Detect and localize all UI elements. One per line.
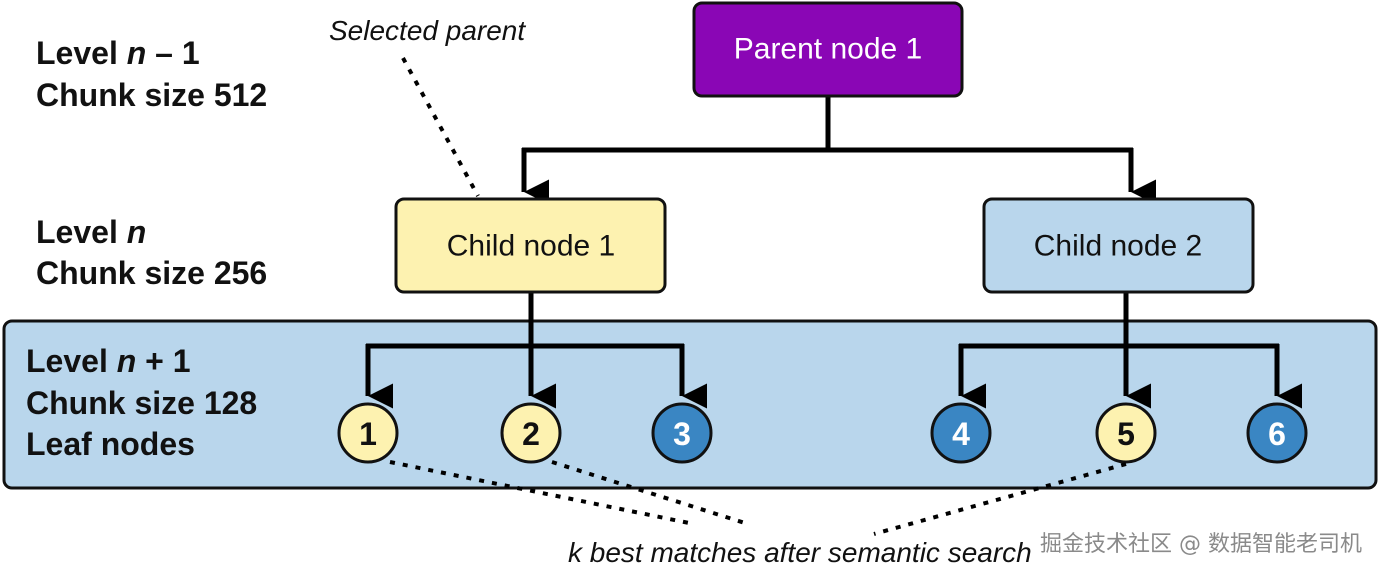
leaf-circle: [337, 402, 399, 464]
leaf-circle: [500, 402, 562, 464]
leaf-number: 2: [522, 416, 540, 452]
leaf-node-5: 5: [1095, 402, 1157, 464]
k-best-pointer-leaf-5: [873, 462, 1127, 536]
leaf-circle: [930, 402, 992, 464]
leaf-number: 1: [359, 416, 377, 452]
child-node-2: Child node 2: [982, 197, 1255, 294]
leaf-number: 4: [952, 416, 970, 452]
leaf-nodes: 1 2 3 4 5 6: [337, 402, 1308, 464]
leaf-number: 6: [1268, 416, 1286, 452]
child-node-1: Child node 1: [394, 197, 667, 294]
child2-connectors: [958, 292, 1302, 409]
leaf-circle: [651, 402, 713, 464]
parent-connectors: [521, 96, 1156, 205]
leaf-node-1: 1: [337, 402, 399, 464]
leaf-node-2: 2: [500, 402, 562, 464]
level-mid-label: Level n Chunk size 256: [36, 214, 267, 291]
child1-connectors: [365, 292, 707, 409]
watermark: 掘金技术社区 @ 数据智能老司机: [1040, 532, 1362, 557]
annotation-lines: [389, 57, 1127, 536]
leaf-node-3: 3: [651, 402, 713, 464]
selected-parent-annotation: Selected parent: [329, 15, 526, 46]
level-top-label: Level n – 1 Chunk size 512: [36, 35, 267, 113]
child-node-1-label: Child node 1: [447, 230, 615, 263]
leaf-node-4: 4: [930, 402, 992, 464]
leaf-number: 5: [1117, 416, 1135, 452]
child-node-2-label: Child node 2: [1034, 230, 1202, 263]
leaf-number: 3: [673, 416, 691, 452]
k-best-pointer-leaf-2: [551, 460, 749, 526]
selected-parent-pointer: [401, 57, 480, 197]
level-leaf-label: Level n + 1 Chunk size 128 Leaf nodes: [26, 343, 266, 462]
leaf-node-6: 6: [1246, 402, 1308, 464]
leaf-circle: [1095, 402, 1157, 464]
k-best-matches-annotation: k best matches after semantic search: [568, 537, 1032, 568]
parent-node-label: Parent node 1: [734, 33, 922, 66]
leaf-circle: [1246, 402, 1308, 464]
parent-node: Parent node 1: [692, 1, 964, 98]
